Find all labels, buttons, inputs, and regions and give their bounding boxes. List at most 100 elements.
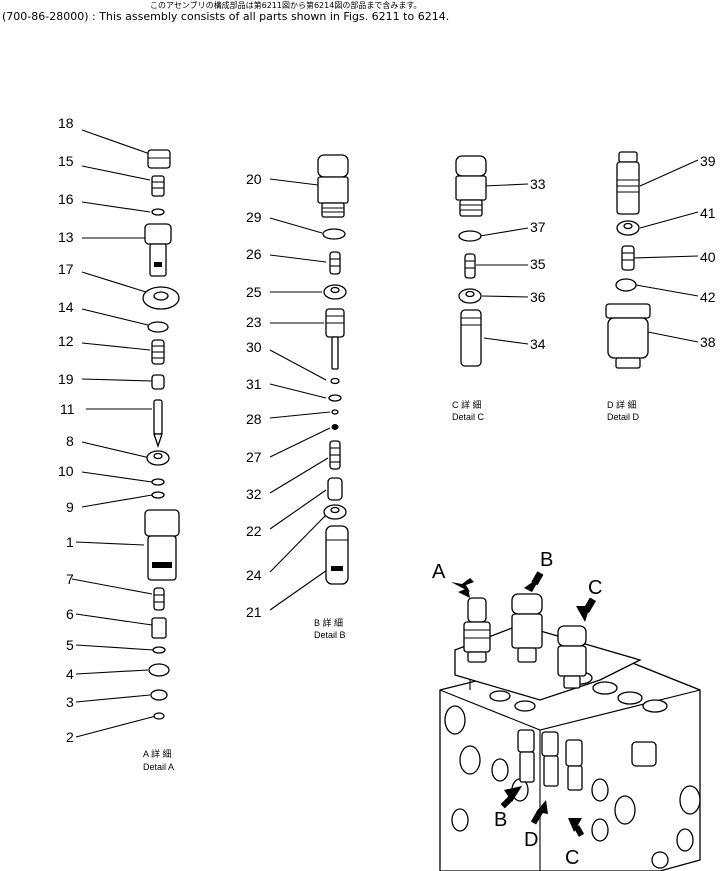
callout-21: 21 (246, 604, 262, 620)
part-31-ring (328, 394, 342, 402)
callout-14: 14 (58, 299, 74, 315)
callout-17: 17 (58, 261, 74, 277)
cartridge-b (511, 593, 543, 663)
arrow-b-bottom-icon (500, 786, 522, 809)
detail-c-caption-en: Detail C (452, 412, 485, 422)
arrow-b-top-icon (524, 571, 544, 592)
callout-34: 34 (530, 336, 546, 352)
part-25-seat (323, 284, 347, 300)
detail-d-leaders (631, 159, 699, 343)
detail-b-leaders (269, 178, 331, 611)
part-11-needle (153, 399, 163, 449)
part-40-spring (621, 245, 635, 271)
detail-b-group: 20 29 26 25 23 30 31 28 27 32 22 24 21 B… (246, 154, 349, 640)
part-22-poppet (327, 477, 343, 501)
part-12-spring (151, 339, 165, 365)
view-letter-b-top: B (540, 549, 553, 571)
callout-33: 33 (530, 176, 546, 192)
callout-1: 1 (66, 534, 74, 550)
cartridge-a (463, 597, 491, 663)
header-japanese: このアセンブリの構成部品は第6211図から第6214図の部品まで含みます。 (150, 1, 422, 10)
detail-d-caption-en: Detail D (607, 412, 640, 422)
cartridge-c (557, 625, 587, 689)
callout-27: 27 (246, 449, 262, 465)
detail-b-caption-en: Detail B (314, 630, 346, 640)
view-letter-c-top: C (588, 577, 602, 599)
part-19-spacer (151, 374, 165, 390)
part-41-seat (616, 220, 640, 236)
lower-cartridges (517, 729, 583, 791)
detail-c-group: 33 37 35 36 34 C 詳 細 Detail C (452, 155, 546, 422)
callout-41: 41 (700, 205, 716, 221)
detail-a-group: 18 15 16 13 17 14 12 19 11 8 10 9 1 7 6 … (58, 115, 180, 772)
callout-6: 6 (66, 606, 74, 622)
part-23-piston (325, 308, 345, 370)
part-13-plug (144, 223, 172, 277)
part-18-cap-nut (147, 149, 171, 169)
header-english: (700-86-28000) : This assembly consists … (2, 10, 450, 23)
part-7-spring (153, 587, 165, 611)
callout-9: 9 (66, 499, 74, 515)
part-10-ring (151, 478, 165, 486)
view-letter-b-bottom: B (494, 809, 507, 831)
part-28-ball (331, 409, 339, 415)
callout-12: 12 (58, 333, 74, 349)
callout-16: 16 (58, 191, 74, 207)
callout-29: 29 (246, 209, 262, 225)
part-39-stem (616, 151, 640, 215)
callout-32: 32 (246, 486, 262, 502)
part-30-ring (330, 377, 340, 385)
view-letter-a: A (432, 561, 446, 583)
callout-10: 10 (58, 463, 74, 479)
part-27-ball (331, 424, 339, 430)
callout-38: 38 (700, 334, 716, 350)
part-42-o-ring (615, 278, 637, 292)
callout-39: 39 (700, 153, 716, 169)
callout-2: 2 (66, 729, 74, 745)
callout-36: 36 (530, 289, 546, 305)
callout-20: 20 (246, 171, 262, 187)
part-4-o-ring (148, 663, 170, 677)
detail-b-caption-ja: B 詳 細 (314, 617, 343, 628)
callout-19: 19 (58, 371, 74, 387)
part-14-o-ring (147, 321, 169, 333)
part-29-o-ring (322, 228, 346, 240)
part-33-cap (455, 155, 487, 217)
callout-31: 31 (246, 376, 262, 392)
part-1-body (144, 509, 180, 581)
callout-18: 18 (58, 115, 74, 131)
arrow-a-icon (451, 578, 474, 598)
part-38-body (605, 303, 651, 369)
callout-3: 3 (66, 694, 74, 710)
detail-d-group: 39 41 40 42 38 D 詳 細 Detail D (605, 151, 716, 422)
part-6-poppet (151, 617, 167, 639)
callout-26: 26 (246, 246, 262, 262)
part-36-seat (458, 288, 482, 304)
detail-a-leaders (71, 129, 157, 738)
callout-8: 8 (66, 433, 74, 449)
part-3-ring (150, 689, 168, 701)
part-15-spring (151, 175, 165, 197)
arrow-c-top-icon (576, 597, 596, 622)
callout-25: 25 (246, 284, 262, 300)
detail-c-caption-ja: C 詳 細 (452, 399, 482, 410)
callout-13: 13 (58, 229, 74, 245)
part-2-ring (153, 712, 165, 720)
view-letter-d: D (524, 829, 538, 851)
part-8-seat (146, 450, 170, 466)
callout-11: 11 (60, 401, 75, 417)
part-24-seat (323, 504, 347, 520)
callout-30: 30 (246, 339, 262, 355)
part-34-spool (460, 309, 482, 367)
arrow-d-icon (530, 800, 548, 825)
detail-a-caption-en: Detail A (143, 762, 174, 772)
part-16-ring (151, 208, 165, 216)
detail-c-leaders (476, 183, 529, 345)
callout-42: 42 (700, 289, 716, 305)
part-17-washer (142, 286, 180, 310)
part-9-ring (151, 491, 165, 499)
callout-23: 23 (246, 314, 262, 330)
view-letter-c-bottom: C (565, 847, 579, 869)
